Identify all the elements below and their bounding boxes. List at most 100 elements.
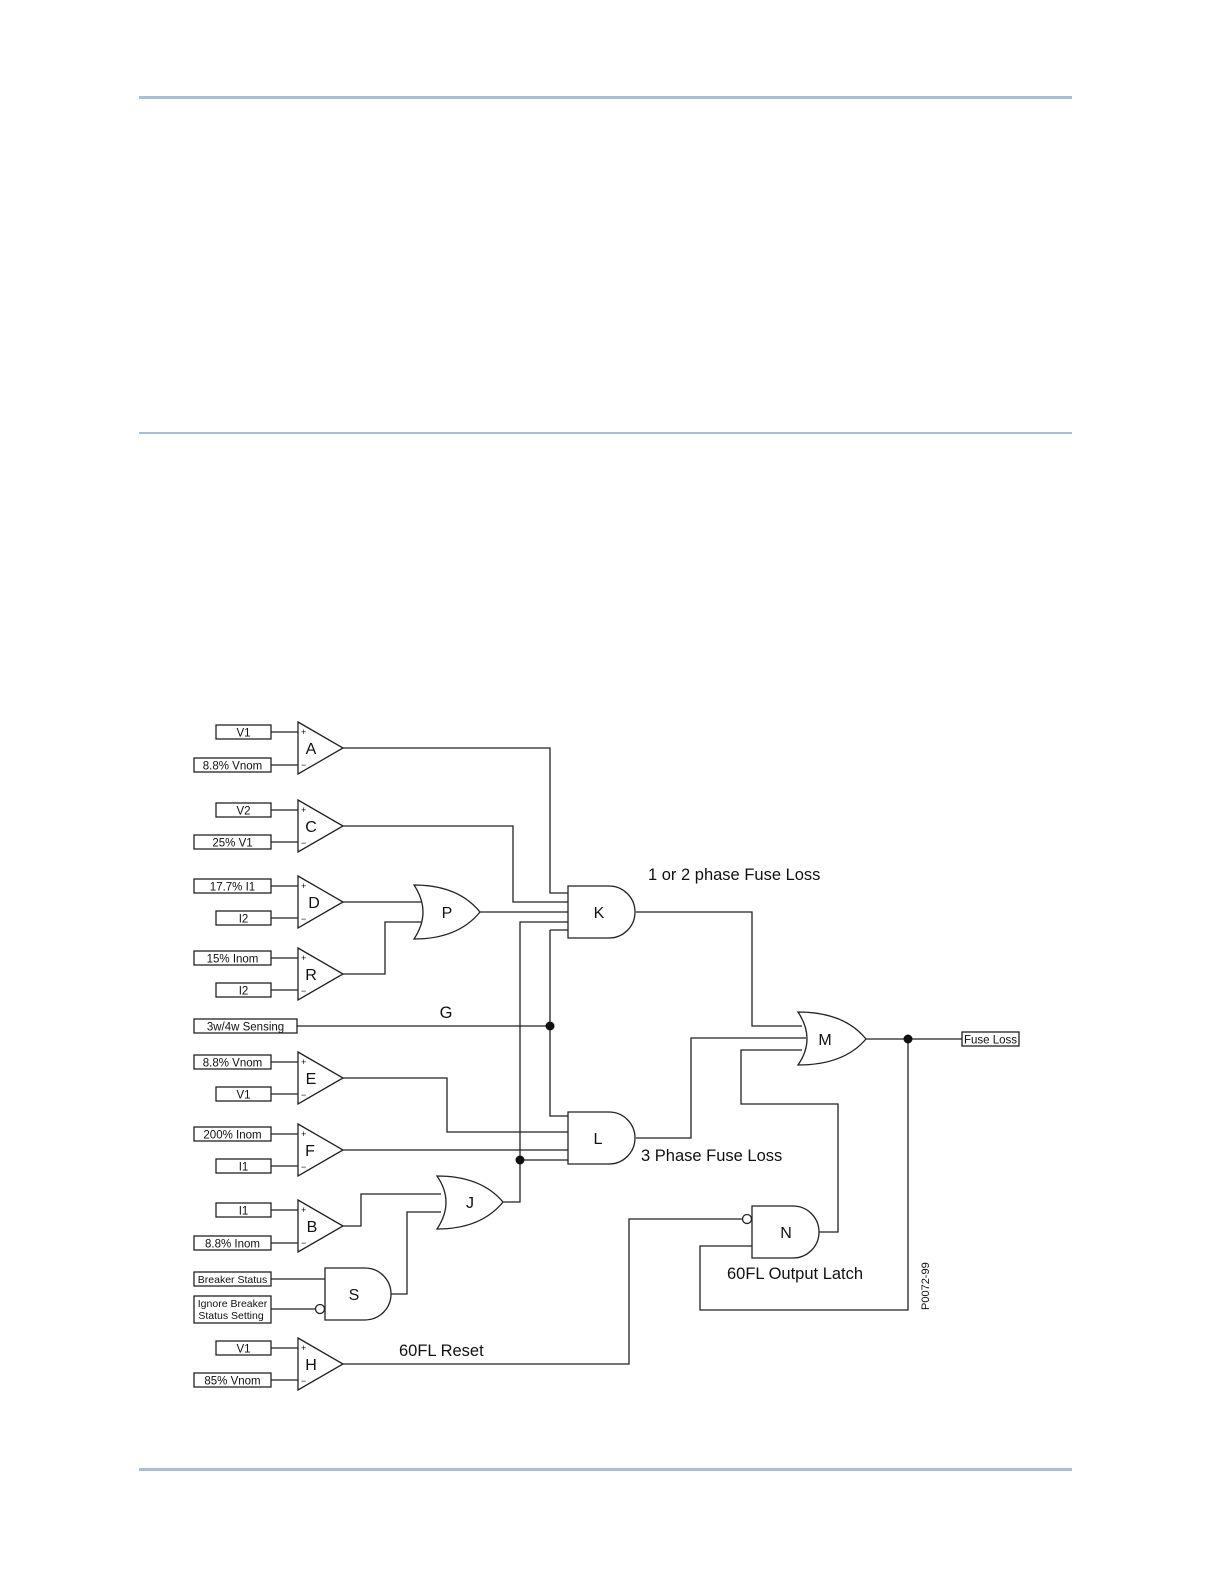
top-rule bbox=[139, 96, 1072, 99]
or-gate-m-label: M bbox=[818, 1032, 831, 1049]
input-i2-r-label: I2 bbox=[239, 986, 249, 998]
annotation-output-latch: 60FL Output Latch bbox=[727, 1265, 863, 1283]
comparator-c-label: C bbox=[305, 819, 317, 836]
svg-text:+: + bbox=[301, 1205, 306, 1215]
svg-text:+: + bbox=[301, 1343, 306, 1353]
input-v1-a: V1 bbox=[215, 724, 272, 740]
input-i2-d: I2 bbox=[215, 910, 272, 926]
and-gate-n-label: N bbox=[780, 1225, 792, 1242]
comparator-a-label: A bbox=[306, 741, 317, 758]
comparator-r: + − R bbox=[297, 946, 345, 1002]
input-breaker-status: Breaker Status bbox=[193, 1271, 272, 1287]
comparator-h: + − H bbox=[297, 1336, 345, 1392]
annotation-one-two-phase-fuse-loss: 1 or 2 phase Fuse Loss bbox=[648, 866, 820, 884]
input-boxes: V1 8.8% Vnom V2 25% V1 17.7% I1 I2 15% I… bbox=[193, 724, 298, 1388]
svg-text:−: − bbox=[301, 986, 306, 996]
comparator-f-label: F bbox=[305, 1143, 315, 1160]
wires bbox=[271, 731, 962, 1381]
or-gate-m: M bbox=[796, 1011, 867, 1066]
or-gate-j: J bbox=[435, 1175, 504, 1230]
annotations: G 1 or 2 phase Fuse Loss 3 Phase Fuse Lo… bbox=[399, 866, 932, 1360]
comparator-d-label: D bbox=[308, 895, 320, 912]
annotation-three-phase-fuse-loss: 3 Phase Fuse Loss bbox=[641, 1147, 782, 1165]
inverter-bubble-n bbox=[741, 1213, 753, 1225]
input-inom-r-label: 15% Inom bbox=[207, 954, 259, 966]
input-breaker-status-label: Breaker Status bbox=[198, 1274, 267, 1286]
input-sensing-label: 3w/4w Sensing bbox=[207, 1022, 284, 1034]
input-ignore-breaker: Ignore Breaker Status Setting bbox=[193, 1295, 272, 1324]
comparator-d: + − D bbox=[297, 874, 345, 930]
and-gate-n: N bbox=[741, 1205, 820, 1259]
or-gate-j-label: J bbox=[466, 1195, 474, 1212]
svg-text:+: + bbox=[301, 805, 306, 815]
svg-text:−: − bbox=[301, 1376, 306, 1386]
svg-text:+: + bbox=[301, 1129, 306, 1139]
and-gate-k: K bbox=[567, 885, 636, 939]
comparator-f: + − F bbox=[297, 1122, 345, 1178]
and-gate-l-label: L bbox=[594, 1131, 603, 1148]
junction-dots bbox=[515, 1021, 913, 1165]
junction-output bbox=[903, 1034, 913, 1044]
svg-text:+: + bbox=[301, 953, 306, 963]
svg-text:−: − bbox=[301, 1162, 306, 1172]
comparator-b-label: B bbox=[307, 1219, 318, 1236]
input-i2-d-label: I2 bbox=[239, 914, 249, 926]
input-vnom-h-label: 85% Vnom bbox=[204, 1376, 260, 1388]
or-gate-p: P bbox=[412, 884, 481, 940]
input-v2-c-label: V2 bbox=[236, 806, 250, 818]
and-gate-s: S bbox=[314, 1267, 392, 1321]
svg-text:+: + bbox=[301, 1057, 306, 1067]
input-v1-c-label: 25% V1 bbox=[212, 838, 252, 850]
input-vnom-e: 8.8% Vnom bbox=[193, 1054, 272, 1070]
inverter-bubble-s bbox=[314, 1303, 326, 1315]
input-v1-e-label: V1 bbox=[236, 1090, 250, 1102]
bottom-rule bbox=[139, 1468, 1072, 1471]
input-i2-r: I2 bbox=[215, 982, 272, 998]
input-vnom-a: 8.8% Vnom bbox=[193, 757, 272, 773]
figure-id: P0072-99 bbox=[920, 1262, 932, 1310]
svg-text:+: + bbox=[301, 727, 306, 737]
input-i1-f-label: I1 bbox=[239, 1162, 249, 1174]
svg-text:−: − bbox=[301, 1238, 306, 1248]
input-vnom-h: 85% Vnom bbox=[193, 1372, 272, 1388]
input-i1-d: 17.7% I1 bbox=[193, 878, 272, 894]
svg-text:−: − bbox=[301, 760, 306, 770]
input-i1-f: I1 bbox=[215, 1158, 272, 1174]
junction-g bbox=[545, 1021, 555, 1031]
comparator-b: + − B bbox=[297, 1198, 345, 1254]
input-vnom-a-label: 8.8% Vnom bbox=[203, 761, 262, 773]
input-v1-c: 25% V1 bbox=[193, 834, 272, 850]
input-i1-d-label: 17.7% I1 bbox=[210, 882, 255, 894]
comparator-h-label: H bbox=[305, 1357, 317, 1374]
comparator-r-label: R bbox=[305, 967, 317, 984]
and-gate-k-label: K bbox=[594, 905, 605, 922]
and-gate-l: L bbox=[567, 1111, 636, 1165]
input-v1-h-label: V1 bbox=[236, 1344, 250, 1356]
input-inom-b-label: 8.8% Inom bbox=[205, 1239, 260, 1251]
svg-text:−: − bbox=[301, 1090, 306, 1100]
input-vnom-e-label: 8.8% Vnom bbox=[203, 1058, 262, 1070]
input-inom-b: 8.8% Inom bbox=[193, 1235, 272, 1251]
junction-j bbox=[515, 1155, 525, 1165]
comparator-c: + − C bbox=[297, 798, 345, 854]
input-v1-a-label: V1 bbox=[236, 728, 250, 740]
comparator-a: + − A bbox=[297, 720, 345, 776]
comparators: +− A +− C +− D +− R +− E +− F bbox=[297, 720, 345, 1392]
input-inom-f: 200% Inom bbox=[193, 1126, 272, 1142]
input-ignore-breaker-line1: Ignore Breaker bbox=[198, 1298, 268, 1310]
input-inom-r: 15% Inom bbox=[193, 950, 272, 966]
svg-text:+: + bbox=[301, 881, 306, 891]
output-fuse-loss-label: Fuse Loss bbox=[964, 1035, 1017, 1047]
comparator-e: +− E bbox=[297, 1050, 345, 1106]
input-v2-c: V2 bbox=[215, 802, 272, 818]
annotation-g: G bbox=[440, 1004, 453, 1022]
output-fuse-loss: Fuse Loss bbox=[961, 1031, 1020, 1047]
and-gate-s-label: S bbox=[349, 1287, 360, 1304]
input-i1-b-label: I1 bbox=[239, 1206, 249, 1218]
svg-text:−: − bbox=[301, 914, 306, 924]
or-gate-p-label: P bbox=[442, 905, 453, 922]
input-v1-h: V1 bbox=[215, 1340, 272, 1356]
svg-text:−: − bbox=[301, 838, 306, 848]
annotation-60fl-reset: 60FL Reset bbox=[399, 1342, 484, 1360]
